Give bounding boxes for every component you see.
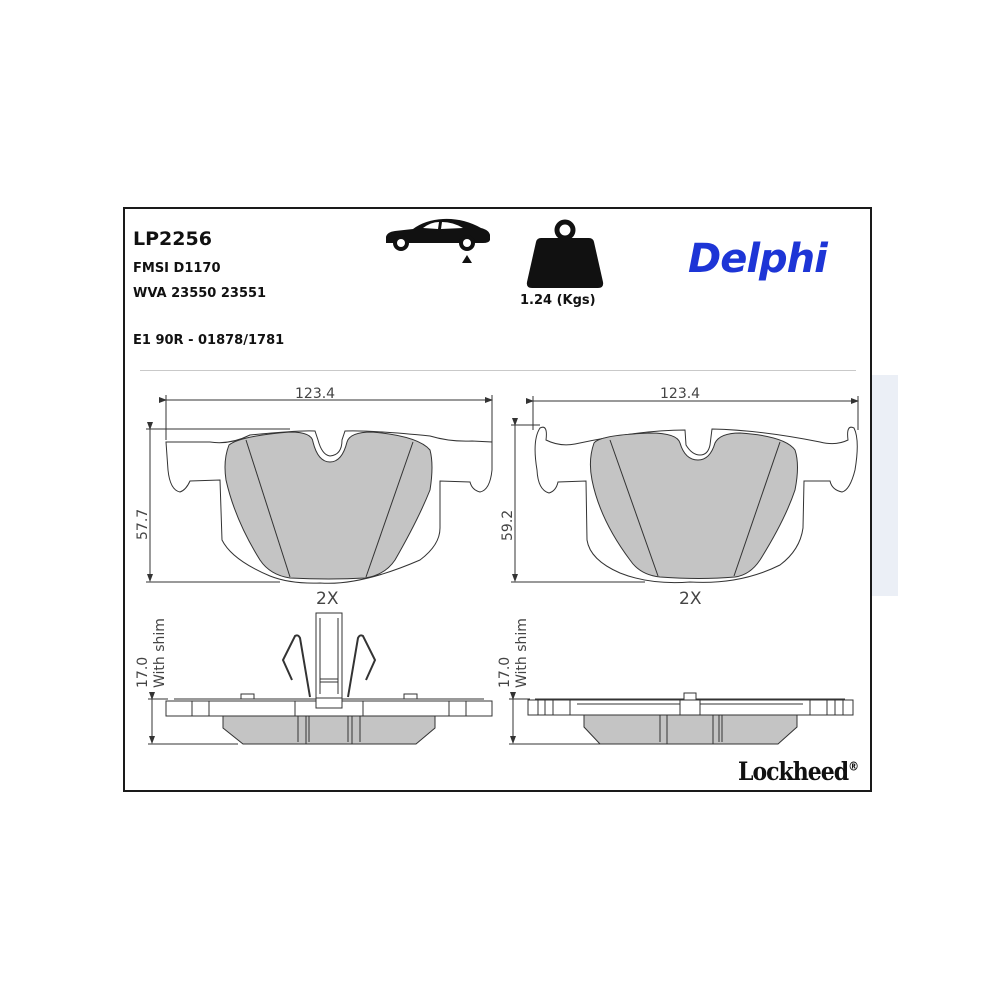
- registered-mark: ®: [848, 758, 859, 774]
- pad-left-height-label: 57.7: [135, 509, 151, 540]
- product-code: LP2256: [133, 228, 212, 250]
- pad-right-shim-note: With shim: [514, 618, 530, 688]
- pad-right-quantity-label: 2X: [679, 589, 702, 609]
- car-rear-axle-icon: [386, 218, 490, 263]
- pad-left-shim-note: With shim: [152, 618, 168, 688]
- ece-approval: E1 90R - 01878/1781: [133, 333, 285, 348]
- fmsi-number: FMSI D1170: [133, 261, 221, 276]
- pad-left-width-label: 123.4: [295, 386, 335, 402]
- pad-right-width-label: 123.4: [660, 386, 700, 402]
- pad-left-side-view: [148, 612, 493, 745]
- pad-right-front-view: [511, 396, 859, 584]
- weight-icon: [526, 219, 604, 288]
- pad-left-front-view: [146, 395, 493, 584]
- pad-right-side-view: [509, 692, 854, 745]
- pad-left-quantity-label: 2X: [316, 589, 339, 609]
- lockheed-logo-text: Lockheed: [738, 757, 849, 787]
- section-divider: [140, 370, 856, 371]
- weight-label: 1.24 (Kgs): [520, 293, 596, 308]
- delphi-logo: Delphi: [688, 236, 828, 282]
- pad-left-thickness-label: 17.0: [135, 657, 151, 688]
- wva-numbers: WVA 23550 23551: [133, 286, 267, 301]
- pad-right-height-label: 59.2: [500, 510, 516, 541]
- pad-right-thickness-label: 17.0: [497, 657, 513, 688]
- lockheed-logo: Lockheed®: [738, 757, 859, 787]
